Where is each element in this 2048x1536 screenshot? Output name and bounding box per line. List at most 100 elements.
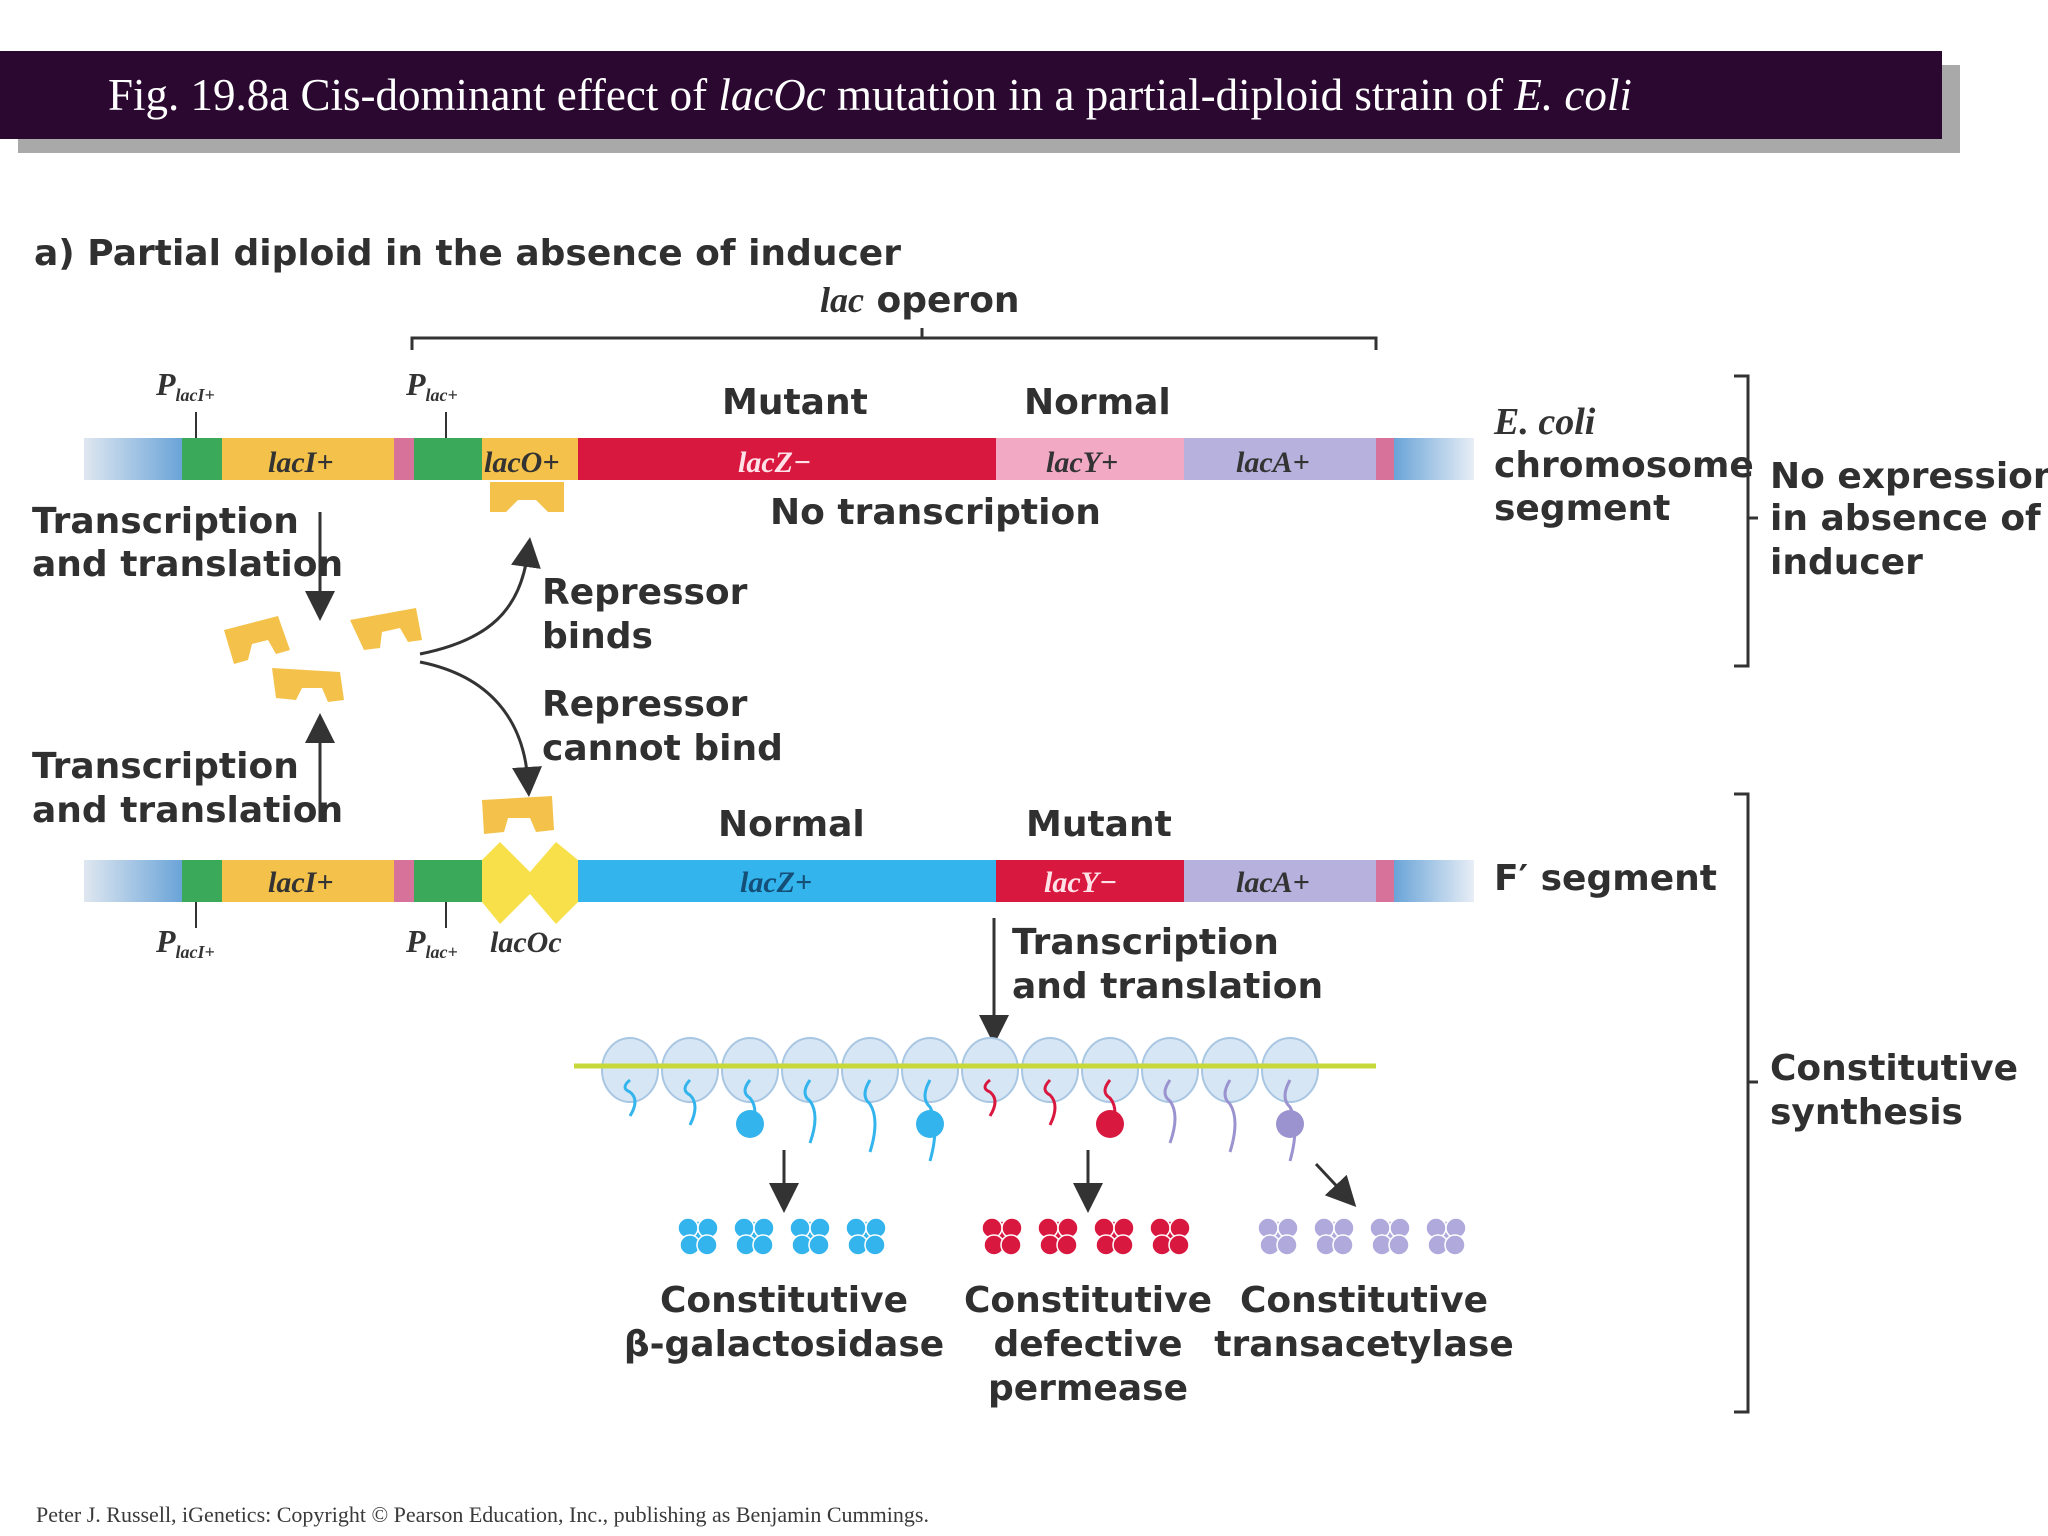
operon-bracket (410, 328, 1378, 350)
protein-products (677, 1217, 1467, 1256)
permease-c: permease (988, 1368, 1188, 1409)
f-right-fade (1394, 860, 1474, 902)
f-plac-p: P (405, 923, 426, 959)
permease-b: defective (993, 1324, 1182, 1365)
galactosidase-b: β-galactosidase (624, 1324, 944, 1365)
f-lacz-gene (578, 860, 996, 902)
title-middle: mutation in a partial-diploid strain of (825, 70, 1515, 120)
chromosome-right-fade (1394, 438, 1474, 480)
constitutive-synthesis-b: synthesis (1770, 1092, 1963, 1133)
transacetylase-blob-4 (1425, 1217, 1467, 1256)
chromosome-laco-gene (482, 438, 578, 480)
no-expression-c: inducer (1770, 542, 1923, 583)
chromosome-promoter-laci (182, 438, 222, 480)
f-placi-label: PlacI+ (155, 923, 215, 962)
chromosome-lacy-label: lacY+ (1046, 446, 1118, 479)
operon-label: lac operon (820, 280, 1020, 321)
chromosome-side-2: chromosome (1494, 445, 1754, 486)
repressor-cannot-b: cannot bind (542, 728, 783, 769)
galactosidase-blob-4 (845, 1217, 887, 1256)
repressor-binds-arrow (419, 537, 541, 656)
repressor-cannot-a: Repressor (542, 684, 748, 725)
chromosome-lacy-gene (996, 438, 1184, 480)
title-lacoc: lacOc (718, 70, 826, 120)
transcription-label-2a: Transcription (32, 746, 299, 787)
repressor-binds-b: binds (542, 616, 653, 657)
unbound-repressor-shape (482, 796, 554, 834)
f-lacy-gene (996, 860, 1184, 902)
bound-repressor-shape (490, 482, 564, 512)
chromosome-laca-gene (1184, 438, 1376, 480)
ribosome-1 (601, 1037, 659, 1117)
chromosome-placi-p: P (155, 366, 176, 402)
f-left-fade (84, 860, 182, 902)
operon-word: operon (864, 280, 1020, 321)
f-promoter-laci (182, 860, 222, 902)
f-segment-side-label: F′ segment (1494, 858, 1717, 899)
chromosome-normal-label: Normal (1024, 382, 1171, 423)
repressor-cannot-bind-arrow (419, 660, 542, 797)
f-lacz-label: lacZ+ (740, 866, 812, 899)
ribosome-4 (781, 1037, 839, 1144)
f-mutant-label: Mutant (1026, 804, 1172, 845)
permease-blob-4 (1149, 1217, 1191, 1256)
ribosome-12 (1261, 1037, 1319, 1162)
chromosome-lacz-label: lacZ− (738, 446, 811, 479)
f-plac-sub: lac+ (426, 942, 458, 962)
free-repressors (224, 608, 422, 702)
transacetylase-a: Constitutive (1240, 1280, 1488, 1321)
upper-right-bracket (1734, 374, 1758, 668)
galactosidase-blob-3 (789, 1217, 831, 1256)
chromosome-left-fade (84, 438, 182, 480)
no-expression-b: in absence of (1770, 498, 2041, 539)
transacetylase-blob-3 (1369, 1217, 1411, 1256)
panel-label: a) Partial diploid in the absence of ind… (34, 233, 901, 274)
f-promoter-lac (414, 860, 482, 902)
chromosome-laci-label: lacI+ (268, 446, 333, 479)
ribosome-8 (1021, 1037, 1079, 1126)
f-laco-mutant-gene (482, 842, 578, 924)
f-normal-label: Normal (718, 804, 865, 845)
chromosome-side-3: segment (1494, 488, 1670, 529)
transacetylase-blob-1 (1257, 1217, 1299, 1256)
ribosome-5 (841, 1037, 899, 1153)
title-prefix: Fig. 19.8a Cis-dominant effect of (108, 70, 719, 120)
chromosome-promoter-lac (414, 438, 482, 480)
ribosome-7 (961, 1037, 1019, 1117)
f-laco-label: lacOc (490, 926, 562, 959)
f-plac-label: Plac+ (405, 923, 458, 962)
chromosome-side-1: E. coli (1493, 401, 1596, 443)
free-repressor-1 (224, 616, 290, 664)
chromosome-plac-sub: lac+ (426, 385, 458, 405)
ribosome-11 (1201, 1037, 1259, 1153)
f-laci-label: lacI+ (268, 866, 333, 899)
copyright-footer: Peter J. Russell, iGenetics: Copyright ©… (36, 1502, 929, 1527)
galactosidase-blob-1 (677, 1217, 719, 1256)
ribosome-2 (661, 1037, 719, 1126)
chromosome-plac-p: P (405, 366, 426, 402)
f-spacer (394, 860, 414, 902)
constitutive-synthesis-a: Constitutive (1770, 1048, 2018, 1089)
f-laca-gene (1184, 860, 1376, 902)
galactosidase-blob-2 (733, 1217, 775, 1256)
polysome (601, 1037, 1319, 1162)
ribosome-3 (721, 1037, 779, 1138)
chromosome-placi-label: PlacI+ (155, 366, 215, 405)
transcription-label-3b: and translation (1012, 966, 1323, 1007)
f-lacy-label: lacY− (1044, 866, 1117, 899)
transcription-label-3a: Transcription (1012, 922, 1279, 963)
lower-right-bracket (1734, 792, 1758, 1414)
f-laci-gene (222, 860, 394, 902)
f-segment-strip (84, 842, 1474, 924)
title-bar: Fig. 19.8a Cis-dominant effect of lacOc … (0, 51, 1942, 139)
permease-blob-3 (1093, 1217, 1135, 1256)
ribosome-9 (1081, 1037, 1139, 1138)
transcription-label-1b: and translation (32, 544, 343, 585)
title-ecoli: E. coli (1514, 70, 1632, 120)
permease-blob-2 (1037, 1217, 1079, 1256)
transacetylase-blob-2 (1313, 1217, 1355, 1256)
permease-a: Constitutive (964, 1280, 1212, 1321)
ribosome-10 (1141, 1037, 1199, 1144)
chromosome-end-spacer (1376, 438, 1394, 480)
